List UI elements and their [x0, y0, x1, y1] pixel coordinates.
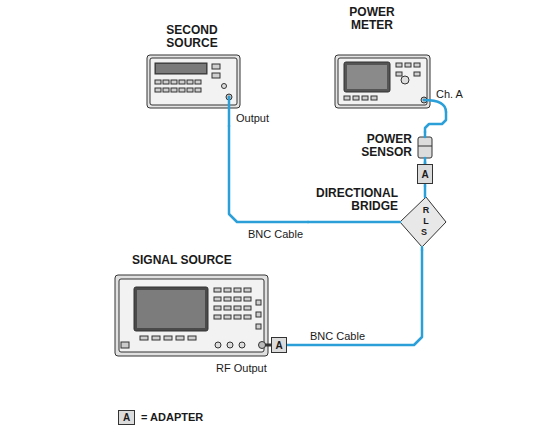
instrument-title: POWER METER	[342, 6, 402, 32]
adapter: A	[417, 164, 433, 184]
adapter-sample: A	[118, 410, 135, 425]
instrument-title: POWER SENSOR	[350, 133, 412, 159]
legend-text: = ADAPTER	[141, 411, 203, 423]
cable-label: BNC Cable	[308, 330, 367, 342]
power-meter: POWER METER Ch. A	[330, 4, 470, 112]
cable-label: BNC Cable	[246, 228, 305, 240]
bnc-cable	[425, 112, 446, 132]
port-label: RF Output	[216, 362, 272, 375]
bnc-cable	[287, 250, 422, 345]
port-letter: R	[420, 205, 432, 215]
adapter-letter: A	[418, 168, 432, 181]
port-letter: S	[418, 227, 430, 237]
adapter: A	[271, 337, 287, 353]
directional-bridge: DIRECTIONAL BRIDGE RLS	[308, 186, 450, 250]
instrument-title: SIGNAL SOURCE	[132, 254, 270, 267]
port-label: Output	[236, 112, 274, 125]
instrument-title: DIRECTIONAL BRIDGE	[308, 187, 398, 213]
instrument-title: SECOND SOURCE	[162, 24, 222, 50]
port-label: Ch. A	[436, 88, 469, 101]
second-source: SECOND SOURCE Output	[140, 24, 275, 126]
adapter-letter: A	[272, 339, 286, 352]
power-sensor: POWER SENSOR	[350, 132, 438, 162]
signal-source: SIGNAL SOURCE RF Output	[112, 254, 272, 378]
bnc-cable	[424, 184, 427, 186]
port-letter: L	[420, 216, 432, 226]
bnc-cable	[229, 126, 308, 222]
